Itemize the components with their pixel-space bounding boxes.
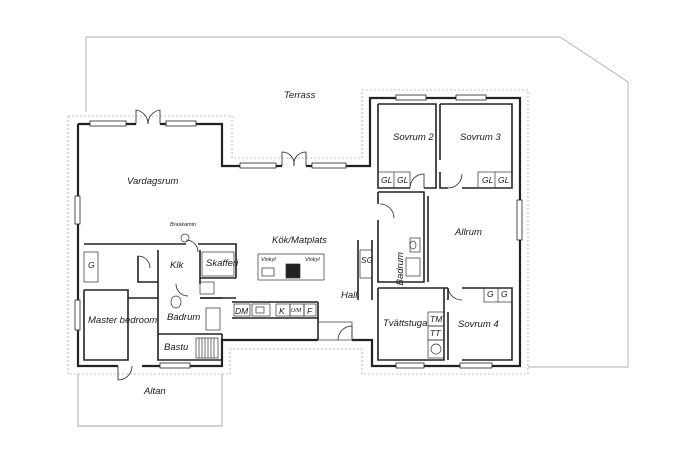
fixture-label-k: K xyxy=(279,306,285,316)
fixture-label-vinkyl2: Vinkyl xyxy=(305,257,320,263)
fixture-label-ugn-mikro: U/M xyxy=(291,308,302,314)
fixture-label-vinkyl1: Vinkyl xyxy=(261,257,276,263)
room-label-skafferi: Skafferi xyxy=(206,258,239,269)
fixture-label-g1: G xyxy=(487,289,494,299)
room-label-altan: Altan xyxy=(144,386,166,397)
fixture-label-gl3: GL xyxy=(482,175,494,185)
room-label-kok-matplats: Kök/Matplats xyxy=(272,235,327,246)
doors xyxy=(117,109,463,381)
interior-walls xyxy=(83,103,513,361)
fixture-label-gl4: GL xyxy=(498,175,510,185)
fixture-label-f: F xyxy=(307,306,313,316)
room-label-bastu: Bastu xyxy=(164,342,189,353)
room-label-klk: Klk xyxy=(170,260,184,271)
room-label-sovrum2: Sovrum 2 xyxy=(393,132,434,143)
room-label-badrum-right: Badrum xyxy=(394,252,406,286)
fixture-label-g2: G xyxy=(501,289,508,299)
fixture-label-tt: TT xyxy=(430,328,441,338)
roof-outline xyxy=(67,89,529,375)
room-label-sovrum4: Sovrum 4 xyxy=(458,319,499,330)
fixture-label-gl1: GL xyxy=(381,175,393,185)
room-label-terrass: Terrass xyxy=(284,90,316,101)
altan-outline xyxy=(77,374,223,427)
room-label-vardagsrum: Vardagsrum xyxy=(127,176,179,187)
fixture-label-sg: SG xyxy=(361,255,374,265)
room-label-badrum-left: Badrum xyxy=(167,312,201,323)
fixture-label-dm: DM xyxy=(235,306,249,316)
fixture-label-g-master: G xyxy=(88,260,95,270)
room-label-tvattstuga: Tvättstuga xyxy=(383,318,428,329)
room-label-hall: Hall xyxy=(341,290,358,301)
fixture-label-braskamin: Braskamin xyxy=(170,222,196,228)
fixture-outlines xyxy=(83,171,513,359)
fixture-label-gl2: GL xyxy=(397,175,409,185)
fixture-label-tm: TM xyxy=(430,314,443,324)
room-label-allrum: Allrum xyxy=(455,227,482,238)
room-label-sovrum3: Sovrum 3 xyxy=(460,132,501,143)
room-label-master-bedroom: Master bedroom xyxy=(88,315,158,326)
windows xyxy=(74,94,523,369)
site-outline xyxy=(86,36,629,368)
